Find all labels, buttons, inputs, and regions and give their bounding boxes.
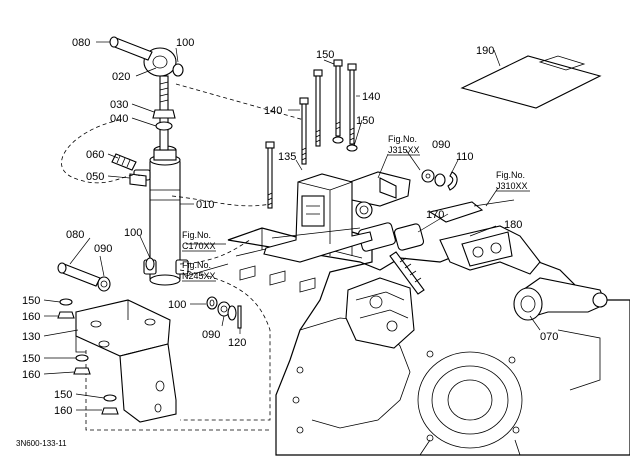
callout-160: 160 xyxy=(54,405,72,417)
hose-outline xyxy=(61,119,141,184)
callout-090: 090 xyxy=(432,139,450,151)
callout-120: 120 xyxy=(228,337,246,349)
washer-090-110 xyxy=(421,169,458,191)
fig-ref-j315: Fig.No. J315XX xyxy=(388,134,420,156)
fig-ref-j310: Fig.No. J310XX xyxy=(496,170,530,192)
callout-160: 160 xyxy=(22,311,40,323)
washers-nuts-150-160 xyxy=(57,298,119,415)
svg-text:J315XX: J315XX xyxy=(388,145,420,155)
callout-180: 180 xyxy=(504,219,522,231)
pin-080-lower xyxy=(57,262,111,292)
callout-070: 070 xyxy=(540,331,558,343)
pin-080-top xyxy=(109,36,153,61)
callout-080: 080 xyxy=(72,37,90,49)
callout-150: 150 xyxy=(22,295,40,307)
svg-text:C170XX: C170XX xyxy=(182,241,216,251)
svg-text:Fig.No.: Fig.No. xyxy=(182,260,211,270)
callout-100: 100 xyxy=(124,227,142,239)
callout-020: 020 xyxy=(112,71,130,83)
svg-text:J310XX: J310XX xyxy=(496,181,528,191)
lift-arm xyxy=(513,277,608,321)
callout-170: 170 xyxy=(426,209,444,221)
fig-ref-n245: Fig.No. N245XX xyxy=(182,260,216,282)
callout-150: 150 xyxy=(54,389,72,401)
callout-160: 160 xyxy=(22,369,40,381)
svg-text:Fig.No.: Fig.No. xyxy=(182,230,211,240)
leader-lines xyxy=(43,41,541,411)
top-bracket-135 xyxy=(263,173,373,263)
fig-ref-c170: Fig.No. C170XX xyxy=(182,230,216,252)
washer-100-090-120 xyxy=(206,296,242,329)
lift-bracket xyxy=(349,171,541,275)
svg-text:N245XX: N245XX xyxy=(182,271,216,281)
callout-090: 090 xyxy=(202,329,220,341)
callout-060: 060 xyxy=(86,149,104,161)
rod-end-020 xyxy=(143,47,177,77)
callout-080: 080 xyxy=(66,229,84,241)
lift-cylinder xyxy=(133,145,189,286)
callout-030: 030 xyxy=(110,99,128,111)
callout-140: 140 xyxy=(362,91,380,103)
valve-060 xyxy=(111,153,137,171)
callout-labels: 080 100 020 030 040 060 050 010 100 080 … xyxy=(22,37,558,417)
document-190 xyxy=(460,55,602,109)
transmission-housing xyxy=(227,227,630,456)
callout-100: 100 xyxy=(176,37,194,49)
callout-090: 090 xyxy=(94,243,112,255)
callout-190: 190 xyxy=(476,45,494,57)
callout-140: 140 xyxy=(264,105,282,117)
clip-100-top xyxy=(172,63,184,77)
drawing-code: 3N600-133-11 xyxy=(16,439,67,448)
callout-130: 130 xyxy=(22,331,40,343)
nut-030-040 xyxy=(152,109,176,131)
callout-010: 010 xyxy=(196,199,214,211)
bolts-140 xyxy=(265,59,357,209)
callout-150: 150 xyxy=(22,353,40,365)
callout-135: 135 xyxy=(278,151,296,163)
callout-150: 150 xyxy=(316,49,334,61)
svg-text:Fig.No.: Fig.No. xyxy=(388,134,417,144)
svg-text:Fig.No.: Fig.No. xyxy=(496,170,525,180)
plug-050 xyxy=(129,173,147,187)
control-valve-block xyxy=(345,222,425,349)
callout-150: 150 xyxy=(356,115,374,127)
callout-100: 100 xyxy=(168,299,186,311)
clip-100-lower xyxy=(145,257,155,271)
callout-040: 040 xyxy=(110,113,128,125)
mounting-bracket-130 xyxy=(75,299,177,423)
callout-050: 050 xyxy=(86,171,104,183)
washers-150-top xyxy=(332,136,358,152)
callout-110: 110 xyxy=(456,151,474,163)
figure-references: Fig.No. J315XX Fig.No. J310XX Fig.No. C1… xyxy=(182,134,530,282)
